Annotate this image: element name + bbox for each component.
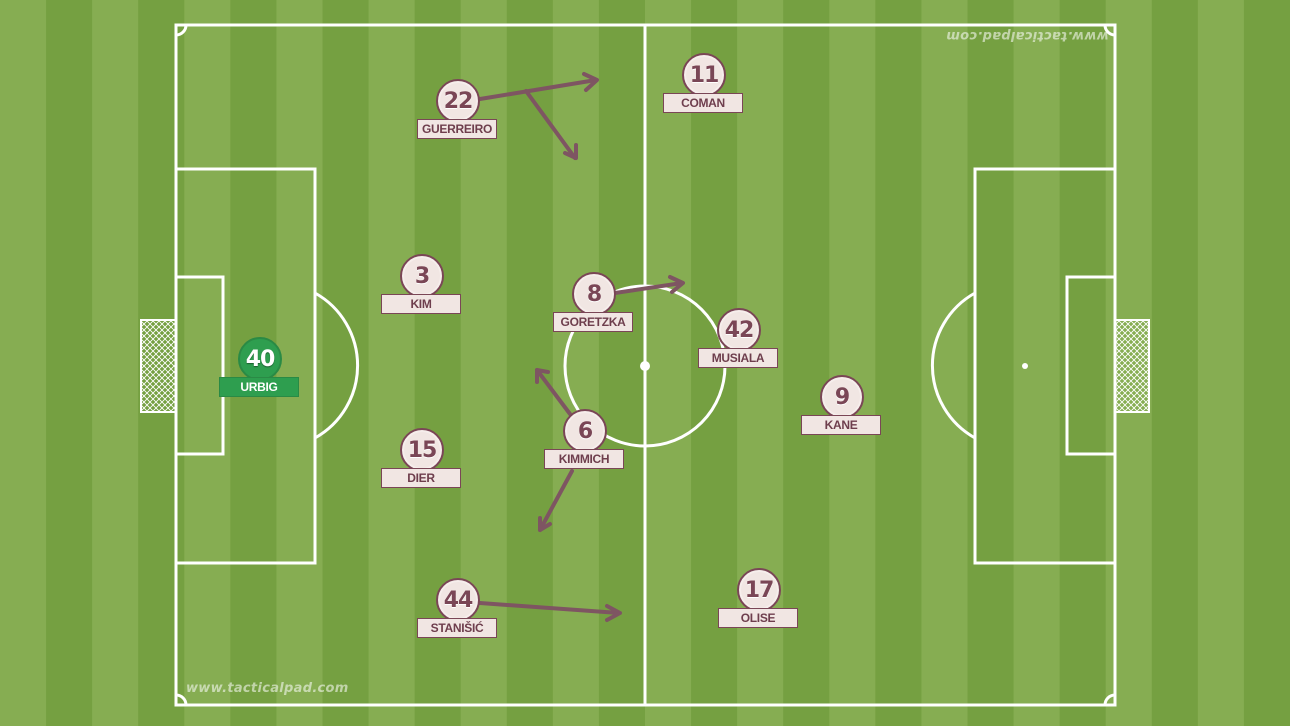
player-number-disc: 3 — [400, 254, 444, 298]
movement-arrows — [478, 72, 685, 622]
player-number-disc: 8 — [572, 272, 616, 316]
player-urbig[interactable]: 40 URBIG — [214, 337, 304, 407]
player-name-label: COMAN — [663, 93, 743, 113]
player-name-label: MUSIALA — [698, 348, 778, 368]
grass-stripe — [322, 0, 370, 726]
watermark-top: www.tacticalpad.com — [946, 28, 1109, 43]
player-name-label: DIER — [381, 468, 461, 488]
player-name-label: KIMMICH — [544, 449, 624, 469]
grass-stripe — [875, 0, 923, 726]
grass-stripe — [552, 0, 600, 726]
left-goal-net — [140, 319, 177, 413]
arrow-stanisic-forward — [478, 601, 622, 622]
arrow-guerreiro-inside — [524, 89, 578, 160]
player-number-disc: 40 — [238, 337, 282, 381]
player-number-disc: 44 — [436, 578, 480, 622]
player-number-disc: 11 — [682, 53, 726, 97]
centre-spot — [640, 361, 650, 371]
grass-stripe — [1197, 0, 1245, 726]
player-name-label: KANE — [801, 415, 881, 435]
corner-arc-bottom-right — [1103, 693, 1116, 706]
player-kane[interactable]: 9 KANE — [796, 375, 886, 445]
grass-stripe — [506, 0, 554, 726]
grass-stripe — [645, 0, 692, 726]
player-coman[interactable]: 11 COMAN — [658, 53, 748, 123]
player-number-disc: 15 — [400, 428, 444, 472]
player-name-label: GUERREIRO — [417, 119, 497, 139]
player-name-label: KIM — [381, 294, 461, 314]
right-goal-net — [1114, 319, 1150, 413]
grass-stripe — [829, 0, 876, 726]
player-dier[interactable]: 15 DIER — [376, 428, 466, 498]
arrow-kimmich-down — [538, 469, 574, 532]
grass-stripe — [783, 0, 830, 726]
arrow-goretzka-forward — [613, 275, 685, 295]
right-penalty-spot — [1022, 363, 1028, 369]
player-name-label: GORETZKA — [553, 312, 633, 332]
grass-stripe — [598, 0, 646, 726]
player-kimmich[interactable]: 6 KIMMICH — [539, 409, 629, 479]
watermark-bottom: www.tacticalpad.com — [186, 681, 349, 696]
player-musiala[interactable]: 42 MUSIALA — [693, 308, 783, 378]
grass-stripe — [368, 0, 416, 726]
left-penalty-arc — [314, 291, 360, 440]
grass-stripe — [92, 0, 139, 726]
corner-arc-bottom-left — [175, 693, 188, 706]
player-number-disc: 22 — [436, 79, 480, 123]
grass-stripe — [0, 0, 47, 726]
player-goretzka[interactable]: 8 GORETZKA — [548, 272, 638, 342]
right-penalty-arc — [930, 291, 976, 440]
corner-arc-top-left — [175, 24, 188, 37]
player-kim[interactable]: 3 KIM — [376, 254, 466, 324]
grass-stripe — [1243, 0, 1290, 726]
grass-stripe — [1151, 0, 1199, 726]
arrow-kimmich-up — [535, 368, 572, 416]
player-stanisic[interactable]: 44 STANIŠIĆ — [412, 578, 502, 648]
player-number-disc: 17 — [737, 568, 781, 612]
player-number-disc: 6 — [563, 409, 607, 453]
player-name-label: OLISE — [718, 608, 798, 628]
player-olise[interactable]: 17 OLISE — [713, 568, 803, 638]
corner-arc-top-right — [1103, 24, 1116, 37]
arrow-guerreiro-forward — [478, 72, 599, 101]
grass-stripe — [921, 0, 969, 726]
player-name-label: STANIŠIĆ — [417, 618, 497, 638]
player-number-disc: 9 — [820, 375, 864, 419]
player-number-disc: 42 — [717, 308, 761, 352]
grass-stripe — [46, 0, 93, 726]
player-guerreiro[interactable]: 22 GUERREIRO — [412, 79, 502, 149]
grass-stripe — [1013, 0, 1061, 726]
player-name-label: URBIG — [219, 377, 299, 397]
